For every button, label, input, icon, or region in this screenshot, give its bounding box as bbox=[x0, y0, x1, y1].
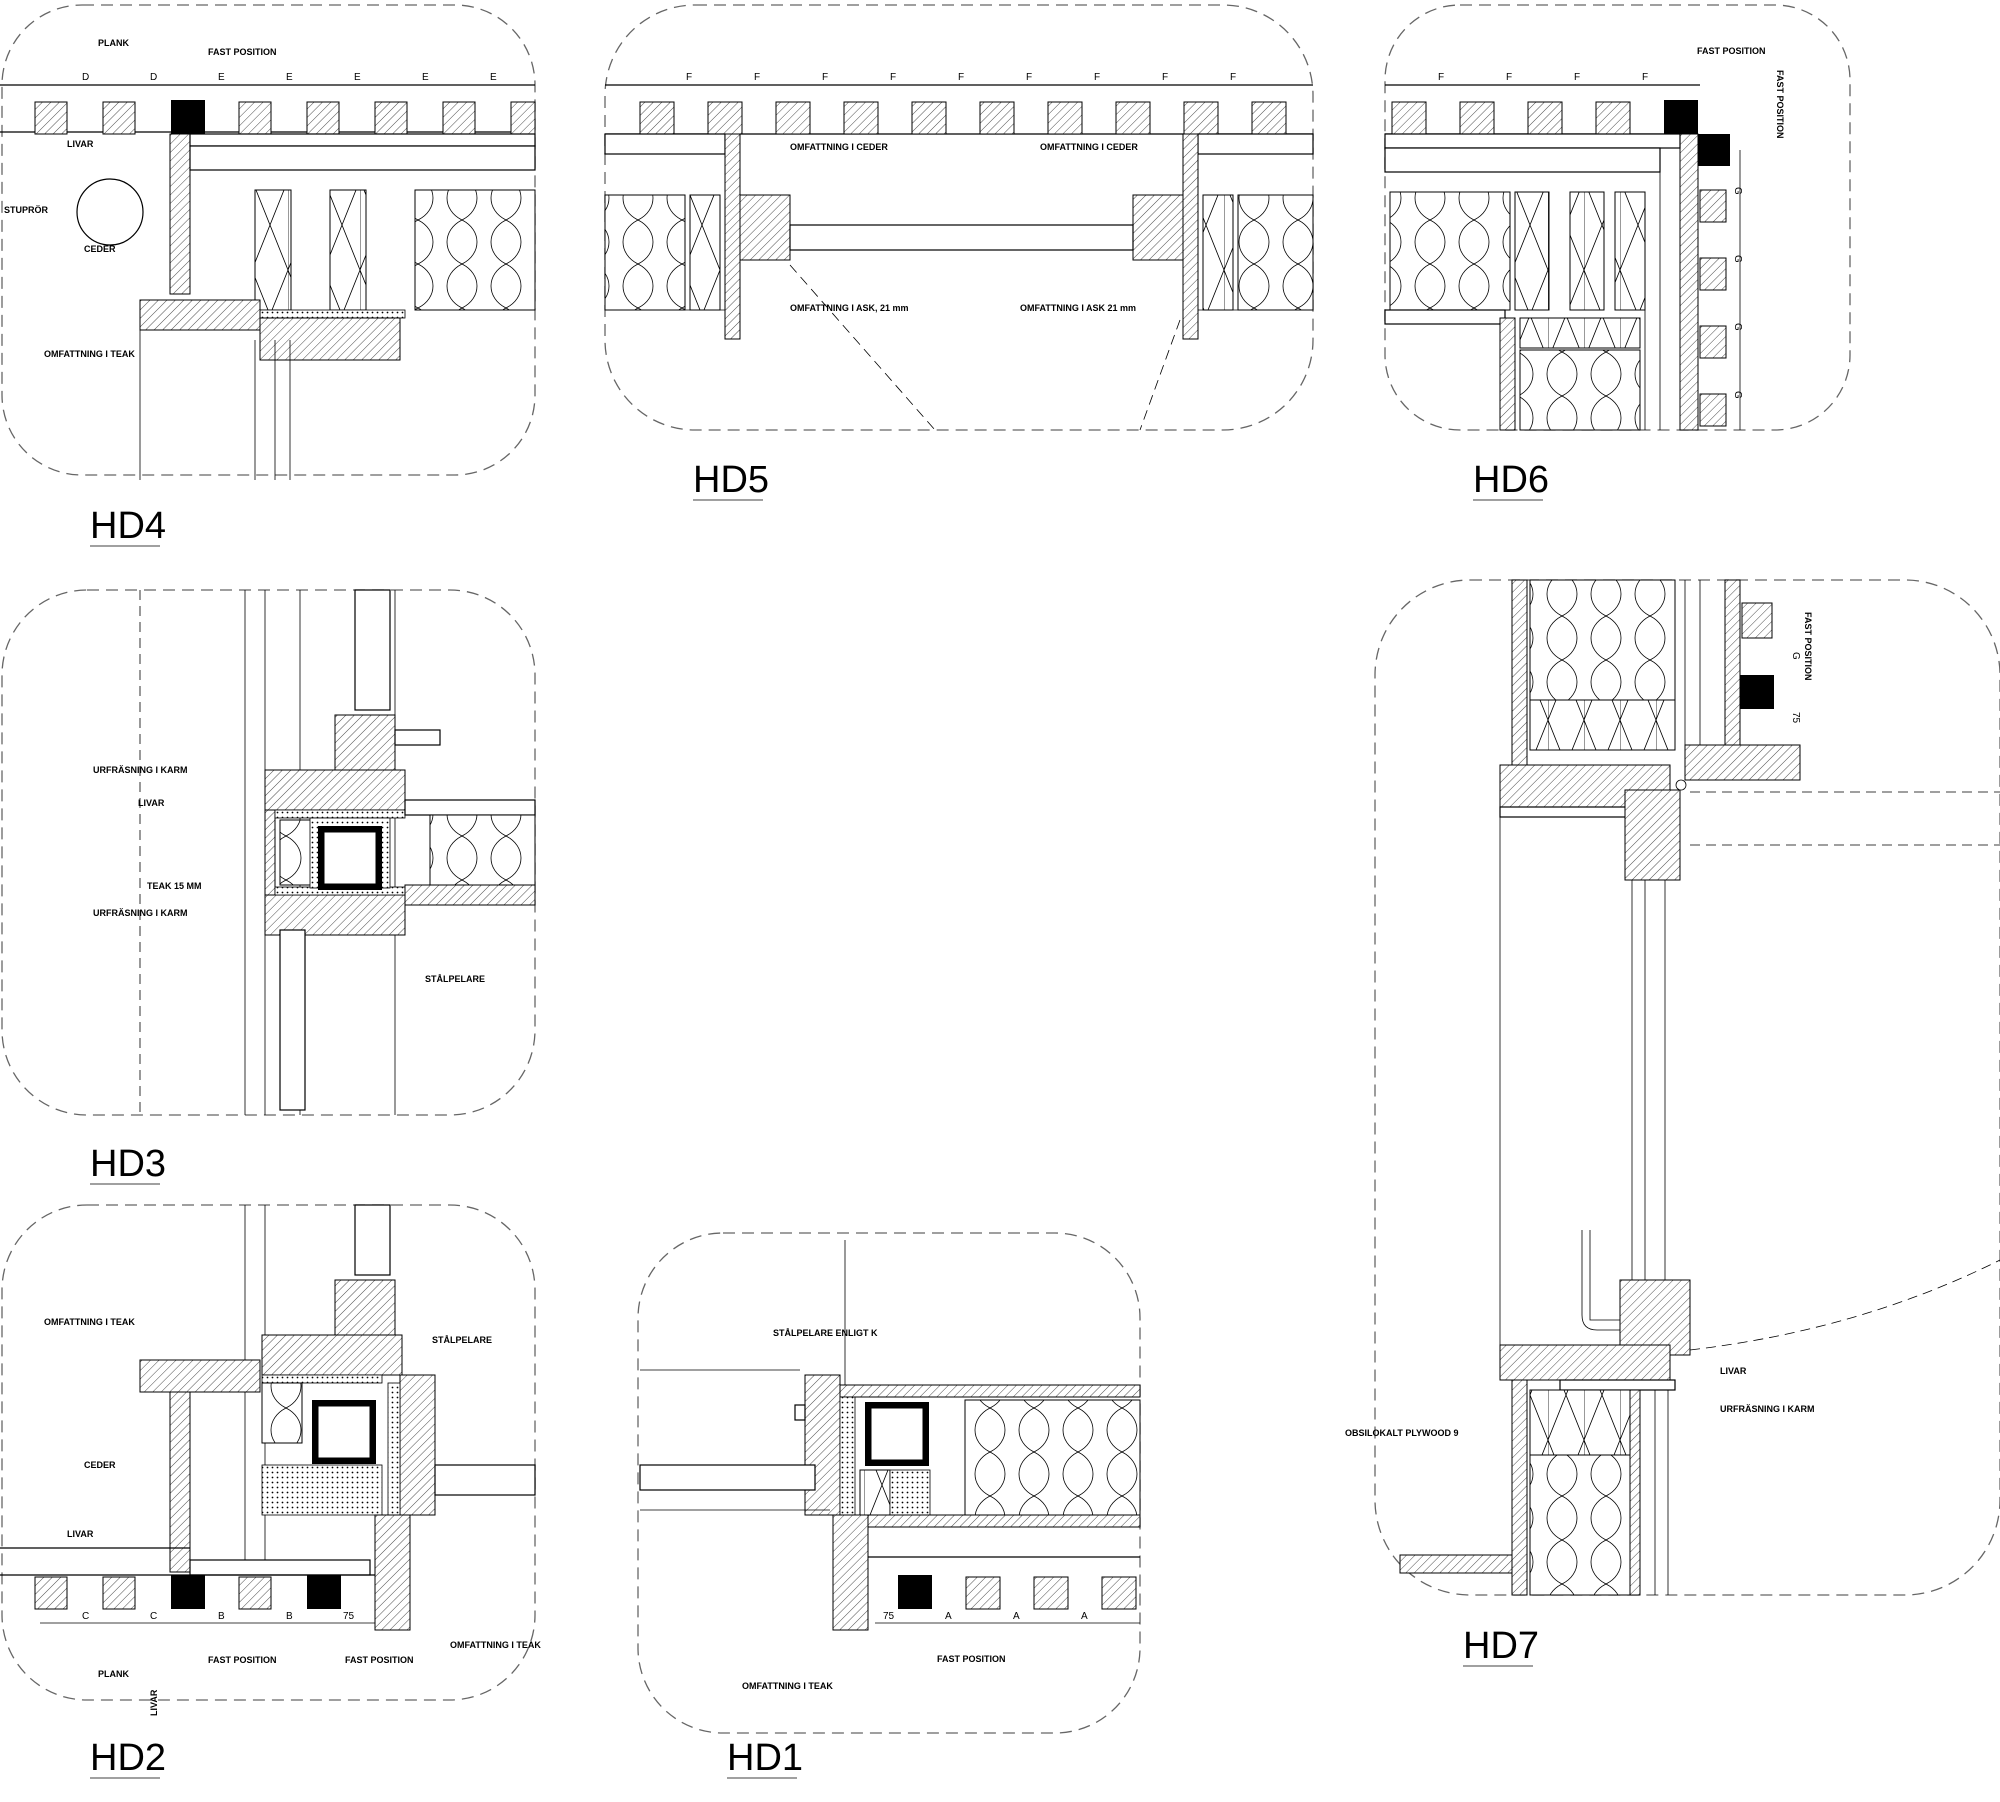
hd4-title: HD4 bbox=[90, 505, 166, 547]
hd5-dim-f-4: F bbox=[890, 72, 896, 83]
hd3-urfrasning-top-label: URFRÄSNING I KARM bbox=[93, 765, 188, 775]
hd5-omfattning-ceder-left-label: OMFATTNING I CEDER bbox=[790, 142, 888, 152]
hd2-dim-b-2: B bbox=[286, 1611, 293, 1622]
hd4-ceder-label: CEDER bbox=[84, 244, 116, 254]
hd5-omfattning-ceder-right-label: OMFATTNING I CEDER bbox=[1040, 142, 1138, 152]
hd1-title: HD1 bbox=[727, 1737, 803, 1779]
hd6-fast-position-top-label: FAST POSITION bbox=[1697, 46, 1766, 56]
hd1-fast-position-label: FAST POSITION bbox=[937, 1654, 1006, 1664]
hd6-dim-f-3: F bbox=[1574, 72, 1580, 83]
hd1-dim-a-3: A bbox=[1081, 1611, 1088, 1622]
hd7-dim-75: 75 bbox=[1790, 712, 1801, 724]
hd5-title: HD5 bbox=[693, 459, 769, 501]
hd1-omfattning-teak-label: OMFATTNING I TEAK bbox=[742, 1681, 833, 1691]
hd2-omfattning-teak-top-label: OMFATTNING I TEAK bbox=[44, 1317, 135, 1327]
hd2-livar-label: LIVAR bbox=[67, 1529, 94, 1539]
hd6-dim-g-4: G bbox=[1732, 391, 1743, 399]
detail-hd7: FAST POSITION G 75 LIVAR URFRÄSNING I KA… bbox=[1345, 579, 2000, 1667]
hd6-dim-g-2: G bbox=[1732, 255, 1743, 263]
hd6-dim-f-2: F bbox=[1506, 72, 1512, 83]
hd2-cladding-planks bbox=[34, 1575, 341, 1610]
hd1-cladding-planks bbox=[898, 1575, 1137, 1610]
hd2-omfattning-teak-right-label: OMFATTNING I TEAK bbox=[450, 1640, 541, 1650]
hd2-title: HD2 bbox=[90, 1737, 166, 1779]
hd2-plank-label: PLANK bbox=[98, 1669, 129, 1679]
detail-hd4: PLANK FAST POSITION LIVAR STUPRÖR CEDER … bbox=[0, 4, 536, 547]
hd7-livar-label: LIVAR bbox=[1720, 1366, 1747, 1376]
hd2-livar-vertical-label: LIVAR bbox=[149, 1689, 159, 1716]
hd5-omfattning-ask-left-label: OMFATTNING I ASK, 21 mm bbox=[790, 303, 909, 313]
hd2-dim-b-1: B bbox=[218, 1611, 225, 1622]
hd4-fast-position-label: FAST POSITION bbox=[208, 47, 277, 57]
hd3-title: HD3 bbox=[90, 1143, 166, 1185]
hd4-omfattning-teak-label: OMFATTNING I TEAK bbox=[44, 349, 135, 359]
hd5-dim-f-6: F bbox=[1026, 72, 1032, 83]
detail-hd5: OMFATTNING I CEDER OMFATTNING I CEDER OM… bbox=[604, 4, 1314, 501]
detail-hd6: FAST POSITION FAST POSITION F F F F G G … bbox=[1384, 4, 1851, 501]
detail-hd2: OMFATTNING I TEAK STÅLPELARE CEDER LIVAR… bbox=[0, 1204, 541, 1779]
hd7-title: HD7 bbox=[1463, 1625, 1539, 1667]
hd4-dim-e-2: E bbox=[286, 72, 293, 83]
hd3-teak-label: TEAK 15 MM bbox=[147, 881, 202, 891]
hd6-fast-position-side-label: FAST POSITION bbox=[1775, 70, 1785, 139]
hd5-dim-f-3: F bbox=[822, 72, 828, 83]
hd2-dimension-row: C C B B 75 bbox=[82, 1611, 355, 1622]
hd6-dim-f-4: F bbox=[1642, 72, 1648, 83]
hd1-dim-a-1: A bbox=[945, 1611, 952, 1622]
hd6-dimension-row: F F F F G G G G bbox=[1438, 72, 1743, 399]
hd7-urfrasning-label: URFRÄSNING I KARM bbox=[1720, 1404, 1815, 1414]
hd1-dim-75: 75 bbox=[883, 1611, 895, 1622]
hd4-dim-d-1: D bbox=[82, 72, 89, 83]
hd7-plywood-label: OBSILOKALT PLYWOOD 9 bbox=[1345, 1428, 1459, 1438]
hd2-dim-75: 75 bbox=[343, 1611, 355, 1622]
hd4-cladding-planks bbox=[34, 100, 536, 135]
hd1-dim-a-2: A bbox=[1013, 1611, 1020, 1622]
hd6-title: HD6 bbox=[1473, 459, 1549, 501]
hd6-dim-g-1: G bbox=[1732, 187, 1743, 195]
hd2-fast-position-1-label: FAST POSITION bbox=[208, 1655, 277, 1665]
hd1-stalpelare-label: STÅLPELARE ENLIGT K bbox=[773, 1328, 878, 1338]
hd5-dim-f-7: F bbox=[1094, 72, 1100, 83]
hd3-stalpelare-label: STÅLPELARE bbox=[425, 974, 485, 984]
hd6-cladding-planks bbox=[1391, 100, 1730, 427]
hd4-dim-e-5: E bbox=[490, 72, 497, 83]
hd3-livar-label: LIVAR bbox=[138, 798, 165, 808]
hd5-omfattning-ask-right-label: OMFATTNING I ASK 21 mm bbox=[1020, 303, 1136, 313]
hd2-dim-c-1: C bbox=[82, 1611, 89, 1622]
hd6-dim-f-1: F bbox=[1438, 72, 1444, 83]
hd2-ceder-label: CEDER bbox=[84, 1460, 116, 1470]
hd5-dim-f-8: F bbox=[1162, 72, 1168, 83]
hd7-dim-g: G bbox=[1790, 652, 1801, 660]
hd5-dim-f-2: F bbox=[754, 72, 760, 83]
detail-hd1: STÅLPELARE ENLIGT K FAST POSITION OMFATT… bbox=[637, 1232, 1141, 1779]
hd2-dim-c-2: C bbox=[150, 1611, 157, 1622]
hd1-dimension-row: 75 A A A bbox=[883, 1611, 1088, 1622]
hd7-fast-position-label: FAST POSITION bbox=[1803, 612, 1813, 681]
hd5-dim-f-9: F bbox=[1230, 72, 1236, 83]
hd5-dimension-row: F F F F F F F F F bbox=[686, 72, 1236, 83]
detail-hd3: URFRÄSNING I KARM LIVAR TEAK 15 MM URFRÄ… bbox=[1, 589, 536, 1185]
hd4-dimension-row: D D E E E E E bbox=[82, 72, 497, 83]
hd5-dim-f-5: F bbox=[958, 72, 964, 83]
hd2-fast-position-2-label: FAST POSITION bbox=[345, 1655, 414, 1665]
hd4-dim-e-3: E bbox=[354, 72, 361, 83]
hd4-dim-e-4: E bbox=[422, 72, 429, 83]
hd5-cladding-planks bbox=[639, 101, 1287, 135]
hd4-dim-d-2: D bbox=[150, 72, 157, 83]
hd4-plank-label: PLANK bbox=[98, 38, 129, 48]
hd2-stalpelare-label: STÅLPELARE bbox=[432, 1335, 492, 1345]
hd4-dim-e-1: E bbox=[218, 72, 225, 83]
hd6-dim-g-3: G bbox=[1732, 323, 1743, 331]
hd4-livar-label: LIVAR bbox=[67, 139, 94, 149]
hd5-dim-f-1: F bbox=[686, 72, 692, 83]
hd4-stupror-label: STUPRÖR bbox=[4, 205, 49, 215]
hd3-urfrasning-bottom-label: URFRÄSNING I KARM bbox=[93, 908, 188, 918]
